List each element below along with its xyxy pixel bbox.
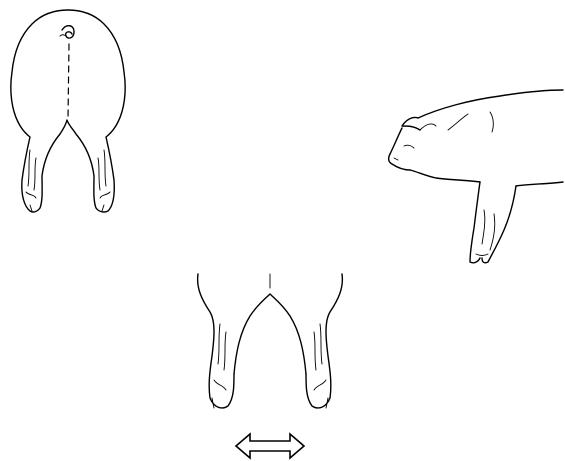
pig-rear-view: [11, 10, 125, 212]
pig-rear-legs: [198, 274, 343, 408]
pig-side-view: [389, 90, 563, 263]
double-headed-arrow-icon: [236, 434, 304, 458]
